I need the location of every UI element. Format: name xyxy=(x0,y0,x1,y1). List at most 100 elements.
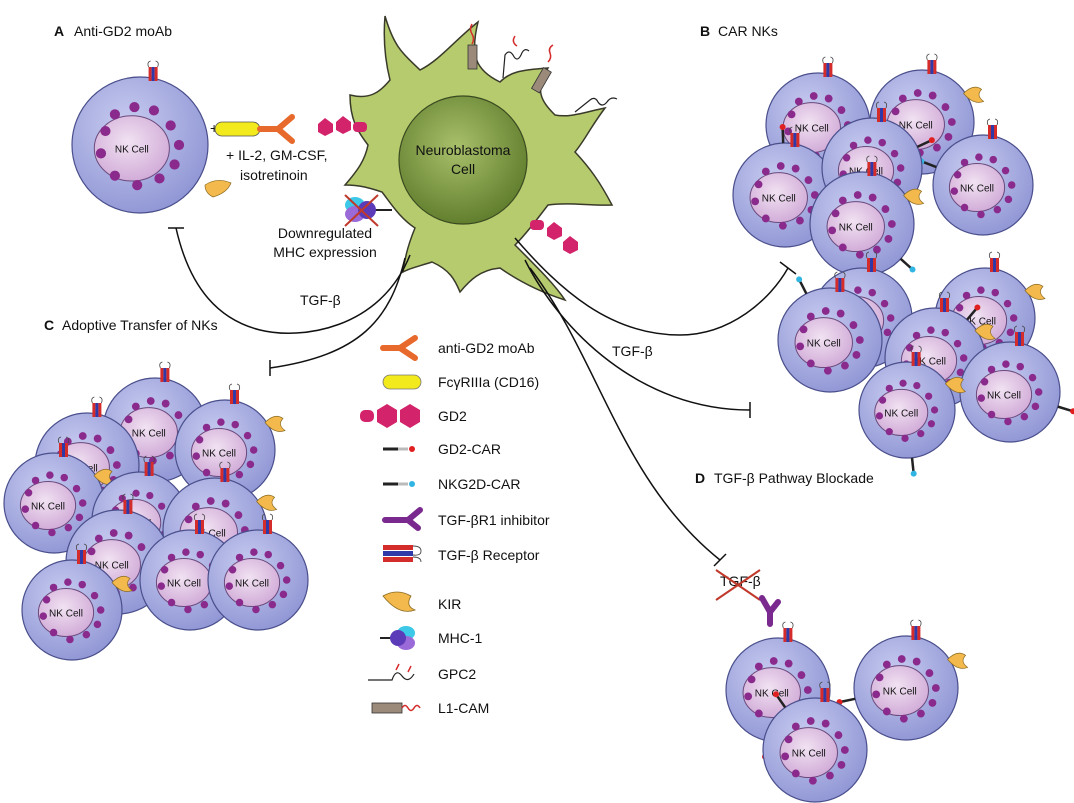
nk-granule xyxy=(1001,166,1010,175)
nk-granule xyxy=(100,125,111,137)
panel-b-letter: B xyxy=(700,23,710,39)
nkg2d-car-icon xyxy=(796,276,808,295)
arc-to-panel-b-upper xyxy=(514,237,789,336)
nk-cell-label: NK Cell xyxy=(883,687,917,698)
nk-granule xyxy=(158,502,166,510)
nk-granule xyxy=(754,180,763,189)
panel-c-letter: C xyxy=(44,317,54,333)
nk-granule xyxy=(167,553,176,562)
nk-granule xyxy=(917,430,925,438)
tumor-label-line2: Cell xyxy=(451,161,475,177)
tgfb-receptor-icon xyxy=(147,60,159,81)
legend-item: L1-CAM xyxy=(371,700,489,716)
nk-granule xyxy=(977,394,986,402)
tgfb-receptor-icon xyxy=(143,455,155,476)
nk-granule xyxy=(875,673,884,682)
nk-cell-nucleus xyxy=(779,727,838,779)
nk-granule xyxy=(235,598,244,607)
nk-granule xyxy=(849,321,858,329)
nk-granule xyxy=(849,141,858,150)
tgfb-receptor-icon xyxy=(782,621,794,642)
panel-d-title: TGF-β Pathway Blockade xyxy=(714,470,874,486)
tumor-label-line1: Neuroblastoma xyxy=(416,142,511,158)
nk-granule xyxy=(747,675,756,684)
nk-granule xyxy=(264,550,272,559)
mhc-label-line2: MHC expression xyxy=(273,244,376,260)
nk-granule xyxy=(852,351,861,359)
nk-granule xyxy=(991,288,999,297)
legend-label: FcγRIIIa (CD16) xyxy=(438,374,539,390)
tgfb-receptor-icon xyxy=(1013,325,1026,346)
downregulated-mhc-icon xyxy=(344,194,392,227)
gpc2-marker xyxy=(502,35,530,79)
nk-granule xyxy=(184,515,193,524)
nk-granule xyxy=(836,309,845,318)
nk-cell: NK Cell xyxy=(918,118,1034,236)
nk-granule xyxy=(804,176,813,184)
tgfbr1-inhibitor-icon xyxy=(382,507,423,531)
nk-granule xyxy=(182,548,190,556)
nk-granule xyxy=(276,561,285,570)
nk-cell-nucleus xyxy=(826,201,885,253)
nk-granule xyxy=(864,136,872,144)
nk-granule xyxy=(146,491,154,500)
nk-granule xyxy=(191,502,200,511)
gd2-car-icon xyxy=(383,446,415,452)
nk-granule xyxy=(838,196,847,205)
legend-item: anti-GD2 moAb xyxy=(380,335,535,361)
nk-granule xyxy=(72,484,81,493)
nk-granule xyxy=(868,288,876,297)
nk-granule xyxy=(196,550,204,559)
tgfb-receptor-icon xyxy=(866,155,878,176)
nk-cell-label: NK Cell xyxy=(202,449,236,460)
kir-icon xyxy=(903,188,925,205)
nk-granule xyxy=(778,221,787,230)
kir-icon xyxy=(974,323,996,340)
kir-icon xyxy=(204,180,232,198)
nk-granule xyxy=(905,344,914,352)
nk-granule xyxy=(109,170,121,181)
gpc2-marker-2 xyxy=(574,97,618,113)
nk-granule xyxy=(246,460,255,469)
nkg2d-car-icon xyxy=(899,257,916,273)
nk-granule xyxy=(882,660,891,669)
nk-granule xyxy=(48,528,56,537)
nk-granule xyxy=(754,662,763,671)
nk-granule xyxy=(184,605,192,614)
nk-cell: NK Cell xyxy=(21,543,133,661)
gd2-car-icon xyxy=(772,691,787,709)
nk-granule xyxy=(993,205,1002,214)
nk-granule xyxy=(106,446,115,454)
nk-granule xyxy=(94,534,103,543)
nk-granule xyxy=(93,434,102,443)
nk-granule xyxy=(82,630,91,639)
tgfb-receptor-icon xyxy=(926,53,938,74)
tgfb-receptor-icon xyxy=(57,436,70,457)
inhibition-arcs xyxy=(168,227,797,567)
nk-cell: NK Cell xyxy=(777,271,883,393)
nk-granule xyxy=(173,139,185,151)
nk-granule xyxy=(95,148,107,159)
arc-to-panel-a xyxy=(175,227,411,334)
panel-d-heading: D TGF-β Pathway Blockade xyxy=(695,470,874,486)
nk-granule xyxy=(769,657,778,665)
nk-granule xyxy=(868,193,877,202)
nk-granule xyxy=(206,497,215,505)
legend-item: NKG2D-CAR xyxy=(383,476,520,492)
neuroblastoma-cell: Neuroblastoma Cell xyxy=(273,15,618,302)
nk-granule xyxy=(124,415,133,424)
nk-granule xyxy=(886,314,895,322)
legend-item: FcγRIIIa (CD16) xyxy=(382,374,539,390)
gd2-car-icon xyxy=(779,124,786,144)
nk-granule xyxy=(853,191,862,199)
nk-granule xyxy=(884,235,893,243)
nk-cell-label: NK Cell xyxy=(115,144,149,155)
nk-granule xyxy=(872,690,881,699)
arc-to-panel-c xyxy=(269,257,406,369)
panel-a-cd16-antibody xyxy=(214,114,295,144)
tgfb-receptor-icon xyxy=(228,383,241,404)
nk-granule xyxy=(249,446,258,454)
gd2-car-icon xyxy=(966,304,981,321)
nk-granule xyxy=(987,410,996,419)
nk-cell: NK Cell xyxy=(762,681,868,803)
